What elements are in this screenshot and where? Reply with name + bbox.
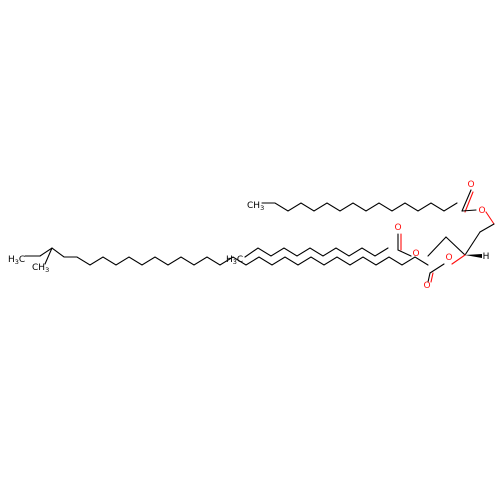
stereo-wedge-bond <box>465 254 482 258</box>
glycerol-bond-1 <box>479 223 495 233</box>
bottom-chain-methyl-label: H3C <box>8 255 25 266</box>
long-acyl-chain <box>39 247 429 266</box>
lower-ester-o-bond <box>451 254 466 265</box>
bond-lines <box>24 189 495 283</box>
middle-chain-methyl-label: H3C <box>226 255 243 266</box>
middle-carbonyl-oxygen: O <box>394 223 401 233</box>
top-chain-methyl-label: CH3 <box>247 201 264 212</box>
top-carbonyl-bond-2 <box>464 191 474 213</box>
lower-carbonyl-oxygen: O <box>423 281 430 291</box>
glycerol-bond-2 <box>464 231 481 256</box>
upper-ester-oxygen: O <box>478 206 485 216</box>
lower-ester-bond <box>429 263 445 274</box>
glycerol-bond-4 <box>427 236 447 257</box>
top-ester-o-bond <box>485 211 495 225</box>
lower-ester-oxygen: O <box>445 253 452 263</box>
lower-carbonyl-bond-2 <box>430 272 434 283</box>
upper-carbonyl-oxygen: O <box>467 180 474 190</box>
top-acyl-chain <box>261 202 458 212</box>
glycerol-bond-3 <box>445 236 466 256</box>
top-carbonyl-bond <box>461 189 472 212</box>
lower-carbonyl-bond <box>427 272 431 283</box>
middle-ester-oxygen: O <box>412 249 419 259</box>
branch-methyl-label: CH3 <box>32 263 49 274</box>
top-ester-bond <box>461 209 477 212</box>
stereo-hydrogen: H <box>483 252 490 262</box>
middle-acyl-chain <box>244 247 389 258</box>
middle-ester-bond <box>397 249 412 257</box>
branch-bond <box>44 247 53 265</box>
